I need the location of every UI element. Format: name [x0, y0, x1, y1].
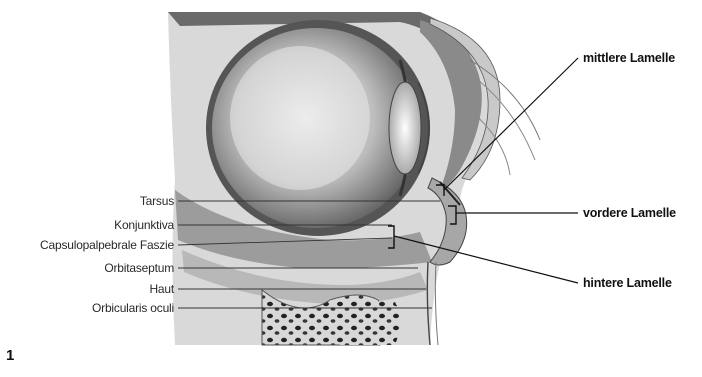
label-tarsus: Tarsus [140, 194, 174, 208]
label-hintere-lamelle: hintere Lamelle [583, 276, 672, 290]
figure-number: 1 [6, 347, 14, 364]
label-orbicularis-oculi: Orbicularis oculi [92, 301, 174, 315]
label-orbitaseptum: Orbitaseptum [104, 261, 174, 275]
lens [389, 82, 421, 174]
label-mittlere-lamelle: mittlere Lamelle [583, 51, 675, 65]
eyeball [206, 20, 430, 236]
label-capsulopalpebrale-faszie: Capsulopalpebrale Faszie [40, 238, 174, 252]
label-haut: Haut [149, 282, 174, 296]
label-vordere-lamelle: vordere Lamelle [583, 206, 676, 220]
label-konjunktiva: Konjunktiva [114, 218, 174, 232]
